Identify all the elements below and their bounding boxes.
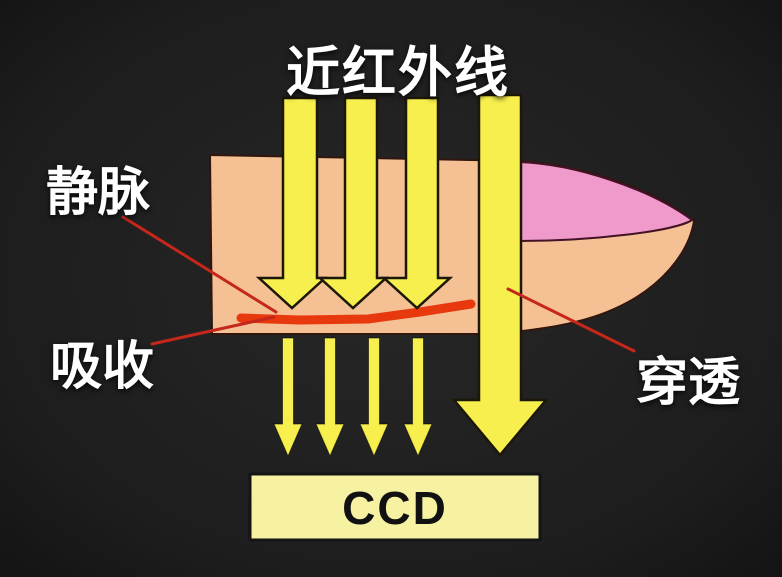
transmitted-arrow-2 — [315, 337, 345, 458]
absorption-leader-line — [150, 315, 276, 346]
transmitted-arrow-3 — [359, 337, 389, 458]
nir-arrow-3 — [380, 96, 454, 310]
nir-arrow-2 — [316, 96, 390, 310]
penetration-leader-line — [506, 287, 636, 353]
vein-label: 静脉 — [46, 164, 151, 222]
ccd-box — [248, 472, 542, 542]
ccd-label: CCD — [342, 482, 448, 534]
nir-arrow-1 — [255, 96, 329, 310]
absorption-label: 吸收 — [50, 338, 154, 396]
penetrating-arrow — [451, 93, 549, 457]
penetration-label: 穿透 — [636, 354, 740, 412]
vein-line — [236, 299, 476, 325]
vein-leader-line — [121, 215, 278, 314]
transmitted-arrow-4 — [403, 337, 433, 458]
fingernail — [518, 160, 694, 243]
transmitted-arrow-1 — [273, 337, 303, 458]
title-near-infrared: 近红外线 — [286, 43, 510, 103]
